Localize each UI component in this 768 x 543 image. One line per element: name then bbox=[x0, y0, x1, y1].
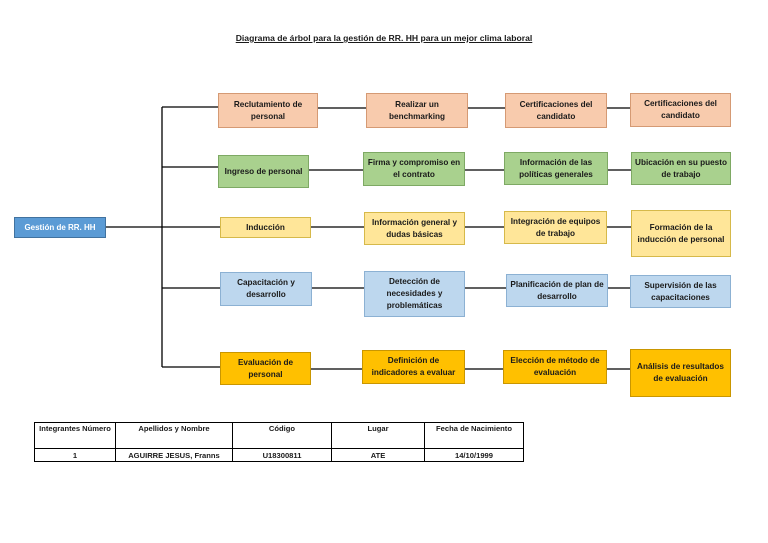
node-planificacion: Planificación de plan de desarrollo bbox=[506, 274, 608, 307]
cell-numero: 1 bbox=[34, 448, 116, 462]
node-ubicacion: Ubicación en su puesto de trabajo bbox=[631, 152, 731, 185]
cell-nombre: AGUIRRE JESUS, Franns bbox=[115, 448, 233, 462]
table-header-row: Integrantes Número Apellidos y Nombre Có… bbox=[34, 422, 524, 449]
root-node: Gestión de RR. HH bbox=[14, 217, 106, 238]
header-integrantes: Integrantes Número bbox=[34, 422, 116, 449]
node-deteccion-necesidades: Detección de necesidades y problemáticas bbox=[364, 271, 465, 317]
node-benchmarking: Realizar un benchmarking bbox=[366, 93, 468, 128]
node-reclutamiento: Reclutamiento de personal bbox=[218, 93, 318, 128]
header-lugar: Lugar bbox=[331, 422, 425, 449]
node-informacion-general: Información general y dudas básicas bbox=[364, 212, 465, 245]
header-apellidos: Apellidos y Nombre bbox=[115, 422, 233, 449]
node-formacion-induccion: Formación de la inducción de personal bbox=[631, 210, 731, 257]
node-integracion-equipos: Integración de equipos de trabajo bbox=[504, 211, 607, 244]
node-evaluacion: Evaluación de personal bbox=[220, 352, 311, 385]
header-fecha: Fecha de Nacimiento bbox=[424, 422, 524, 449]
node-firma-contrato: Firma y compromiso en el contrato bbox=[363, 152, 465, 186]
node-analisis-resultados: Análisis de resultados de evaluación bbox=[630, 349, 731, 397]
cell-codigo: U18300811 bbox=[232, 448, 332, 462]
table-row: 1 AGUIRRE JESUS, Franns U18300811 ATE 14… bbox=[34, 448, 524, 462]
node-ingreso: Ingreso de personal bbox=[218, 155, 309, 188]
node-supervision: Supervisión de las capacitaciones bbox=[630, 275, 731, 308]
node-politicas: Información de las políticas generales bbox=[504, 152, 608, 185]
node-certificaciones-1: Certificaciones del candidato bbox=[505, 93, 607, 128]
members-table: Integrantes Número Apellidos y Nombre Có… bbox=[34, 422, 524, 462]
cell-fecha: 14/10/1999 bbox=[424, 448, 524, 462]
node-definicion-indicadores: Definición de indicadores a evaluar bbox=[362, 350, 465, 384]
header-codigo: Código bbox=[232, 422, 332, 449]
node-eleccion-metodo: Elección de método de evaluación bbox=[503, 350, 607, 384]
diagram-title: Diagrama de árbol para la gestión de RR.… bbox=[235, 33, 533, 43]
node-capacitacion: Capacitación y desarrollo bbox=[220, 272, 312, 306]
node-induccion: Inducción bbox=[220, 217, 311, 238]
node-certificaciones-2: Certificaciones del candidato bbox=[630, 93, 731, 127]
cell-lugar: ATE bbox=[331, 448, 425, 462]
